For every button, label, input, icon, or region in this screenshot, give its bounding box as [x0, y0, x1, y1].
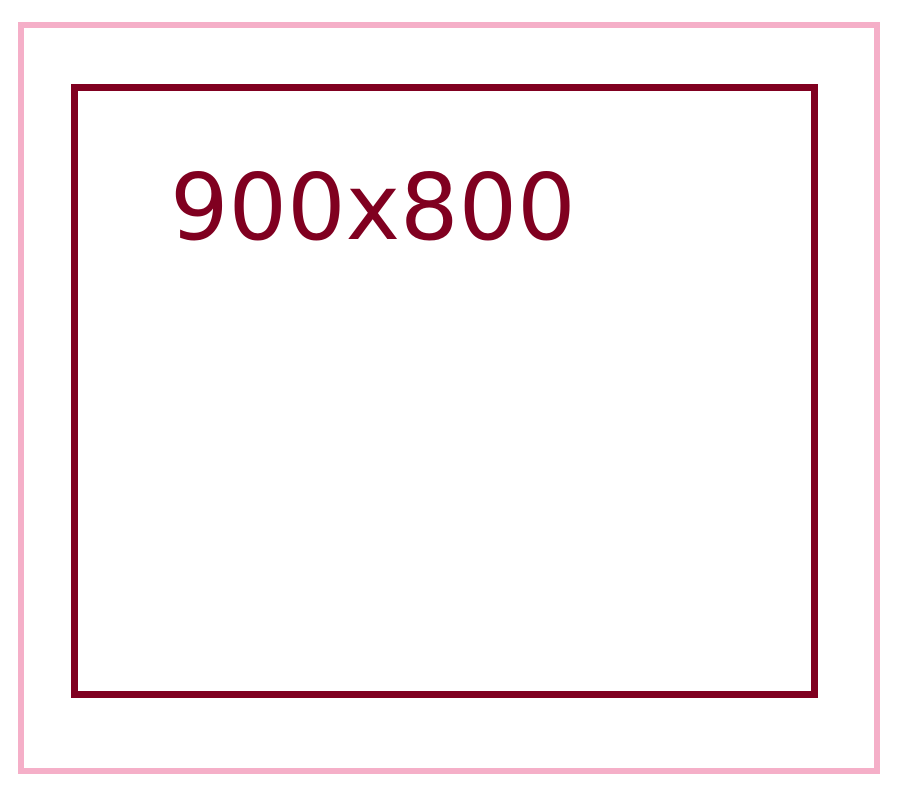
outer-frame: [18, 22, 880, 774]
inner-frame: [71, 84, 818, 698]
dimension-label: 900x800: [170, 154, 576, 261]
